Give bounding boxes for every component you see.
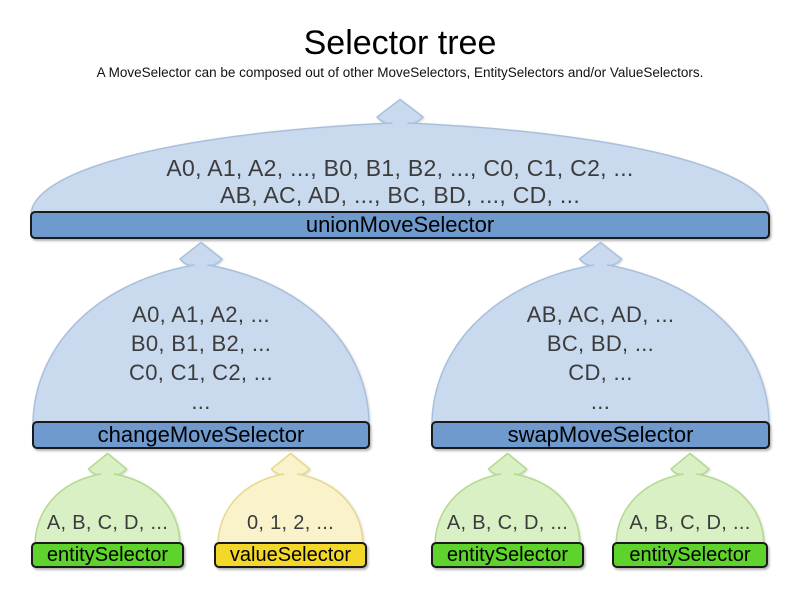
page-subtitle: A MoveSelector can be composed out of ot… <box>96 65 704 80</box>
funnel-content-line: ... <box>191 389 211 414</box>
funnel-content-line: AB, AC, AD, ... <box>526 302 675 327</box>
funnel-shape <box>615 452 765 546</box>
bar-swap-move-selector: swapMoveSelector <box>431 421 770 449</box>
funnel-content: A, B, C, D, ... <box>431 511 584 535</box>
bar-entity-selector-middle: entitySelector <box>431 542 584 568</box>
funnel-shape <box>34 452 181 546</box>
funnel-content: A0, A1, A2, ... B0, B1, B2, ... C0, C1, … <box>32 300 370 416</box>
bar-entity-selector-right: entitySelector <box>612 542 768 568</box>
bar-union-move-selector: unionMoveSelector <box>30 211 770 239</box>
bar-change-move-selector: changeMoveSelector <box>32 421 370 449</box>
funnel-shape <box>30 98 770 215</box>
funnel-union-move-selector: A0, A1, A2, ..., B0, B1, B2, ..., C0, C1… <box>30 98 770 239</box>
funnel-shape <box>32 241 370 425</box>
funnel-shape <box>217 452 364 546</box>
funnel-content-line: 0, 1, 2, ... <box>247 512 334 534</box>
funnel-content: A0, A1, A2, ..., B0, B1, B2, ..., C0, C1… <box>30 155 770 209</box>
funnel-content-line: A0, A1, A2, ..., B0, B1, B2, ..., C0, C1… <box>166 155 634 181</box>
funnel-content-line: A0, A1, A2, ... <box>132 302 270 327</box>
funnel-content-line: B0, B1, B2, ... <box>130 331 272 356</box>
funnel-content-line: C0, C1, C2, ... <box>129 360 273 385</box>
funnel-entity-selector-right: A, B, C, D, ... entitySelector <box>612 452 768 568</box>
bar-entity-selector-left: entitySelector <box>31 542 184 568</box>
funnel-content-line: A, B, C, D, ... <box>46 512 169 534</box>
funnel-shape <box>431 241 770 425</box>
funnel-content-line: BC, BD, ... <box>546 331 655 356</box>
bar-value-selector: valueSelector <box>214 542 367 568</box>
funnel-content-line: A, B, C, D, ... <box>446 512 569 534</box>
funnel-content-line: CD, ... <box>568 360 633 385</box>
funnel-entity-selector-left: A, B, C, D, ... entitySelector <box>31 452 184 568</box>
funnel-content: 0, 1, 2, ... <box>214 511 367 535</box>
funnel-content-line: ... <box>590 389 611 414</box>
funnel-content-line: AB, AC, AD, ..., BC, BD, ..., CD, ... <box>219 182 581 208</box>
funnel-entity-selector-middle: A, B, C, D, ... entitySelector <box>431 452 584 568</box>
funnel-change-move-selector: A0, A1, A2, ... B0, B1, B2, ... C0, C1, … <box>32 241 370 449</box>
funnel-content: A, B, C, D, ... <box>31 511 184 535</box>
funnel-content: A, B, C, D, ... <box>612 511 768 535</box>
page-title: Selector tree <box>303 24 497 62</box>
funnel-shape <box>434 452 581 546</box>
funnel-content: AB, AC, AD, ... BC, BD, ... CD, ... ... <box>431 300 770 416</box>
funnel-content-line: A, B, C, D, ... <box>629 512 751 534</box>
funnel-swap-move-selector: AB, AC, AD, ... BC, BD, ... CD, ... ... … <box>431 241 770 449</box>
funnel-value-selector: 0, 1, 2, ... valueSelector <box>214 452 367 568</box>
